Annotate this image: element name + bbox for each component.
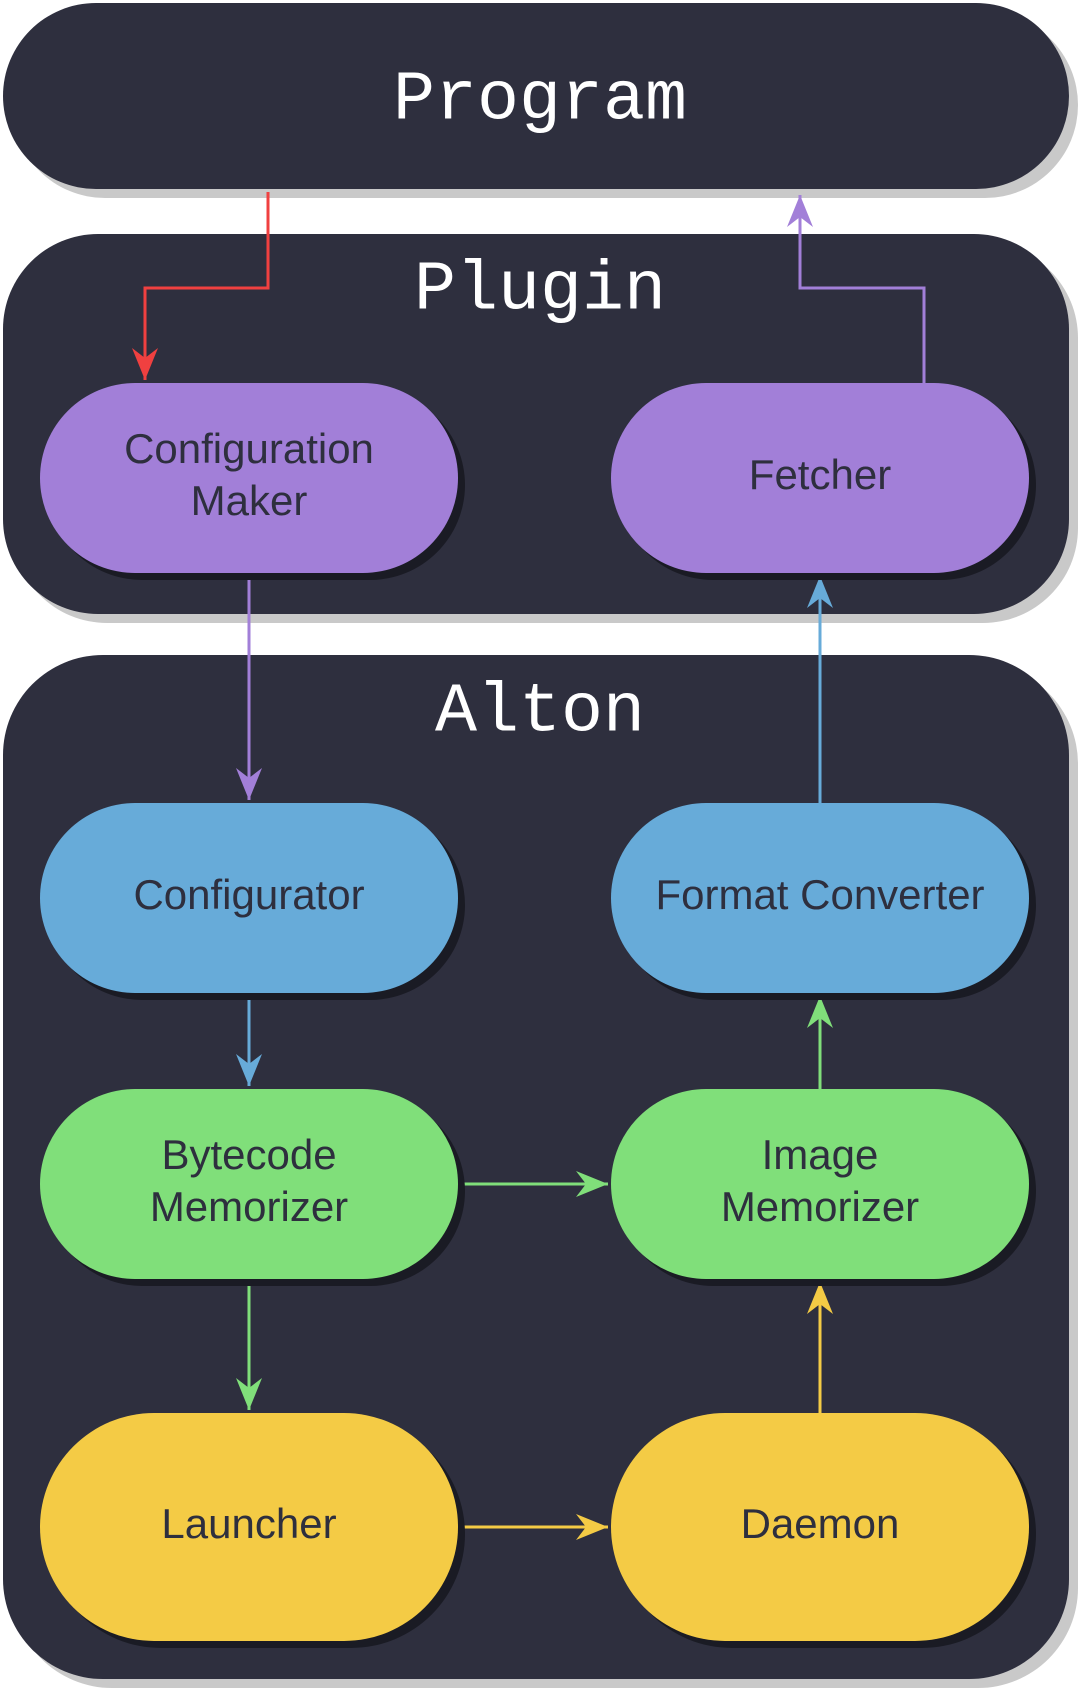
- image-memorizer-to-format-converter-arrowhead: [807, 996, 833, 1028]
- configurator-label-line-1: Configurator: [133, 871, 364, 918]
- program-panel-title: Program: [393, 61, 687, 140]
- bytecode-memorizer-to-launcher-arrowhead: [236, 1378, 262, 1410]
- bytecode-memorizer-label-line-2: Memorizer: [150, 1183, 348, 1230]
- fetcher-to-program-edge: [787, 195, 926, 383]
- configuration-maker-to-configurator-edge: [236, 573, 262, 800]
- fetcher-to-program-edge-line: [798, 195, 926, 383]
- configuration-maker-label-line-2: Maker: [191, 477, 308, 524]
- image-memorizer-to-format-converter-edge: [807, 996, 833, 1089]
- launcher-to-daemon-arrowhead: [576, 1514, 608, 1540]
- format-converter-to-fetcher-arrowhead: [807, 576, 833, 608]
- bytecode-memorizer-to-image-memorizer-arrowhead: [576, 1171, 608, 1197]
- bytecode-memorizer-to-launcher-edge: [236, 1279, 262, 1410]
- daemon-to-image-memorizer-edge: [807, 1282, 833, 1413]
- configuration-maker-node-shape: [40, 383, 458, 573]
- daemon-to-image-memorizer-arrowhead: [807, 1282, 833, 1314]
- launcher-node: Launcher: [40, 1413, 465, 1648]
- program-panel: [3, 3, 1069, 189]
- daemon-label-line-1: Daemon: [741, 1500, 900, 1547]
- fetcher-node: Fetcher: [611, 383, 1036, 580]
- fetcher-to-program-arrowhead: [787, 195, 813, 227]
- format-converter-label-line-1: Format Converter: [655, 871, 984, 918]
- program-to-configuration-maker-arrowhead: [132, 348, 158, 380]
- format-converter-node-shape: [611, 803, 1029, 993]
- configuration-maker-to-configurator-arrowhead: [236, 768, 262, 800]
- plugin-panel-title: Plugin: [414, 251, 666, 330]
- image-memorizer-node-shape: [611, 1089, 1029, 1279]
- fetcher-label-line-1: Fetcher: [749, 451, 891, 498]
- bytecode-memorizer-to-image-memorizer-edge: [458, 1171, 608, 1197]
- alton-panel-title: Alton: [435, 673, 645, 752]
- format-converter-to-fetcher-edge: [807, 576, 833, 803]
- edges: [132, 192, 926, 1540]
- launcher-to-daemon-edge: [458, 1514, 608, 1540]
- image-memorizer-label-line-2: Memorizer: [721, 1183, 919, 1230]
- configurator-to-bytecode-memorizer-edge: [236, 993, 262, 1086]
- daemon-node-shape: [611, 1413, 1029, 1641]
- fetcher-node-shape: [611, 383, 1029, 573]
- program-to-configuration-maker-edge-line: [143, 192, 270, 380]
- configurator-node: Configurator: [40, 803, 465, 1000]
- configurator-to-bytecode-memorizer-arrowhead: [236, 1054, 262, 1086]
- configurator-node-shape: [40, 803, 458, 993]
- launcher-label-line-1: Launcher: [161, 1500, 336, 1547]
- launcher-node-shape: [40, 1413, 458, 1641]
- format-converter-node: Format Converter: [611, 803, 1036, 1000]
- image-memorizer-label-line-1: Image: [762, 1131, 879, 1178]
- bytecode-memorizer-label-line-1: Bytecode: [161, 1131, 336, 1178]
- bytecode-memorizer-node-shape: [40, 1089, 458, 1279]
- configuration-maker-label-line-1: Configuration: [124, 425, 374, 472]
- daemon-node: Daemon: [611, 1413, 1036, 1648]
- program-to-configuration-maker-edge: [132, 192, 270, 380]
